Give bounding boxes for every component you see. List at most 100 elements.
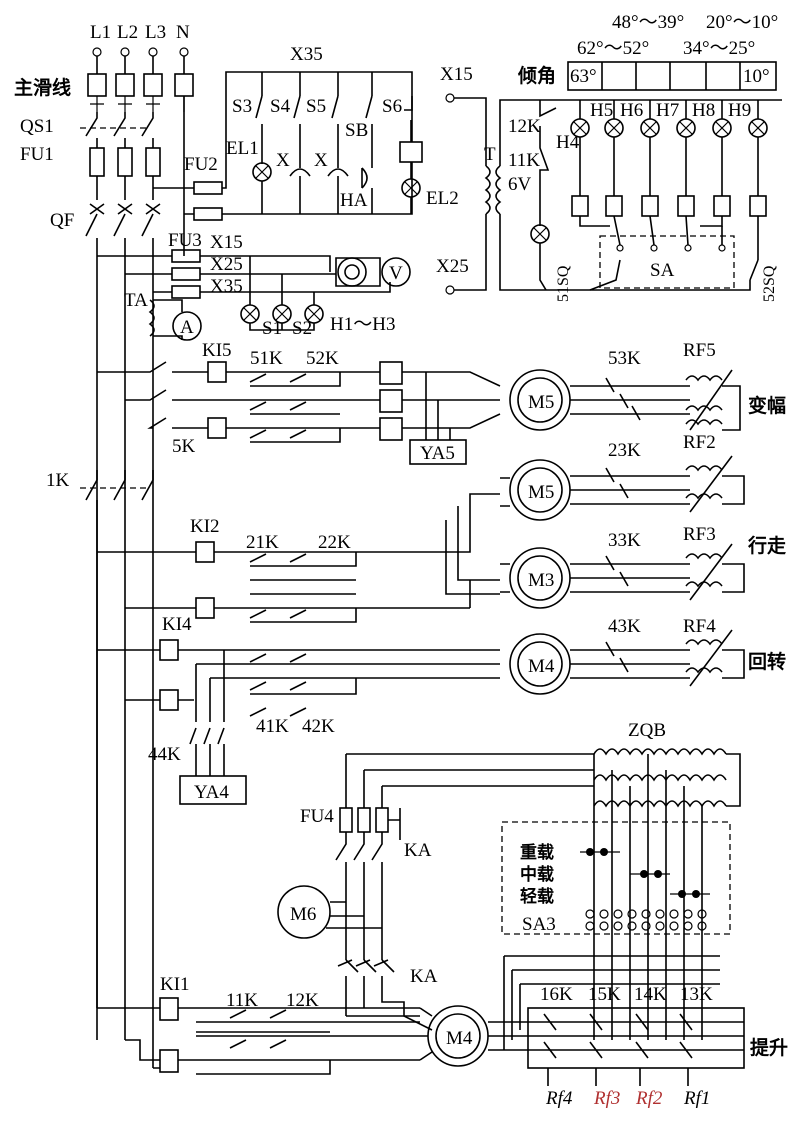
- collector-3: [143, 73, 163, 97]
- collector-1: [87, 73, 107, 97]
- zqb-label: ZQB: [628, 720, 666, 741]
- collector-2: [115, 73, 135, 97]
- contactor-13k-label: 13K: [680, 984, 713, 1005]
- qs1-label: QS1: [20, 116, 54, 137]
- contactor-44k-label: 44K: [148, 744, 181, 765]
- limit-52sq-label: 52SQ: [761, 265, 778, 302]
- outlet-x15-right: X15: [440, 64, 473, 85]
- supply-terminals: L1 L2 L3 N 主滑线: [14, 22, 194, 112]
- contactor-1k: 1K: [46, 470, 154, 501]
- terminal-l3: [148, 47, 158, 57]
- contactor-1k-label: 1K: [46, 470, 70, 491]
- rf3-hoist-label: Rf3: [593, 1088, 620, 1109]
- phase-n-label: N: [176, 22, 190, 43]
- lamps-h1-h3: [240, 256, 324, 331]
- transformer-secondary: [495, 165, 502, 215]
- qf-label: QF: [50, 210, 74, 231]
- brake-ya5: [409, 439, 467, 465]
- terminal-l2: [120, 47, 130, 57]
- contact-12k-label: 12K: [508, 116, 541, 137]
- fuse-fu2-b: [193, 207, 223, 221]
- outlet-x15-label: X15: [210, 232, 243, 253]
- lighting-x35-label: X35: [290, 44, 323, 65]
- phase-l2-label: L2: [117, 22, 138, 43]
- motor-m5-travel-label: M5: [528, 482, 554, 503]
- motor-m4-slewing-label: M4: [528, 656, 555, 677]
- outlet-x25-label: X25: [210, 254, 243, 275]
- travel-circuit: KI2 21K 22K M5 M3 23K 33K RF2 RF3 行走: [97, 432, 786, 623]
- rf4-hoist-label: Rf4: [545, 1088, 573, 1109]
- sb-label: SB: [345, 120, 368, 141]
- brake-ya4-label: YA4: [194, 782, 229, 803]
- travel-label: 行走: [747, 534, 786, 557]
- rf4-label: RF4: [683, 616, 716, 637]
- contactor-41k-label: 41K: [256, 716, 289, 737]
- fu4-label: FU4: [300, 806, 334, 827]
- outlet-x35-label: X35: [210, 276, 243, 297]
- fuse-fu3-b: [171, 267, 201, 281]
- brake-ya4: [179, 775, 247, 805]
- transformer-t-label: T: [484, 144, 496, 165]
- lamp-h5-label: H5: [590, 100, 613, 121]
- main-switchgear: QS1 FU1 QF: [20, 96, 185, 1068]
- collector-n: [174, 73, 194, 97]
- transformer-6v: 6V: [508, 174, 532, 195]
- contactor-43k-label: 43K: [608, 616, 641, 637]
- selector-sa-label: SA: [650, 260, 675, 281]
- fuse-fu2-a: [193, 181, 223, 195]
- motor-m3-travel-label: M3: [528, 570, 554, 591]
- outlet-x25-right: X25: [436, 256, 469, 277]
- switch-s3-label: S3: [232, 96, 252, 117]
- horn-ha: [361, 167, 368, 189]
- pump-motor-m6: [277, 885, 331, 939]
- main-rail-label: 主滑线: [14, 76, 71, 99]
- contactor-15k-label: 15K: [588, 984, 621, 1005]
- contact-11k-label: 11K: [508, 150, 540, 171]
- contactor-21k-label: 21K: [246, 532, 279, 553]
- ta-label: TA: [124, 290, 148, 311]
- contactor-53k-label: 53K: [608, 348, 641, 369]
- fu2-label: FU2: [184, 154, 218, 175]
- tilt-range-4: 34°～25°: [683, 38, 755, 59]
- fuse-fu1-b: [117, 147, 133, 177]
- contactor-5k-label: 5K: [172, 436, 196, 457]
- rf2-label: RF2: [683, 432, 716, 453]
- switch-s5-label: S5: [306, 96, 326, 117]
- tilt-title: 倾角: [517, 64, 556, 87]
- tilt-indicator: 48°～39° 20°～10° 62°～52° 34°～25° 倾角 63° 1…: [436, 12, 782, 302]
- tilt-cell-63: 63°: [570, 66, 597, 87]
- voltmeter-switch: [337, 257, 367, 287]
- ki1-label: KI1: [160, 974, 190, 995]
- lamp-h8-label: H8: [692, 100, 715, 121]
- fuse-fu1-a: [89, 147, 105, 177]
- selector-sa-box: [599, 235, 735, 289]
- slewing-circuit: KI4 41K 42K 44K YA4 M4 43K RF4 回转: [97, 614, 786, 805]
- ki2-label: KI2: [190, 516, 220, 537]
- fu1-label: FU1: [20, 144, 54, 165]
- s1-label: S1: [262, 318, 282, 339]
- limit-51sq-label: 51SQ: [555, 265, 572, 302]
- load-light: 轻载: [520, 886, 554, 907]
- tilt-range-2: 20°～10°: [706, 12, 778, 33]
- rf3-label: RF3: [683, 524, 716, 545]
- slewing-label: 回转: [748, 650, 786, 673]
- load-selector-sa3-box: [501, 821, 731, 935]
- voltmeter-v: V: [389, 263, 403, 284]
- voltmeter: [381, 257, 411, 287]
- s2-label: S2: [292, 318, 312, 339]
- load-medium: 中载: [520, 864, 554, 885]
- ki5-label: KI5: [202, 340, 232, 361]
- luffing-circuit: KI5 51K 52K 5K YA5 M5 53K RF5 变幅: [97, 340, 786, 465]
- lamp-h4-label: H4: [556, 132, 580, 153]
- current-transformer: [148, 299, 155, 337]
- motor-m4-hoist-label: M4: [446, 1028, 473, 1049]
- rf5-label: RF5: [683, 340, 716, 361]
- luffing-label: 变幅: [748, 394, 786, 417]
- load-heavy: 重载: [520, 842, 554, 863]
- contactor-11k-label: 11K: [226, 990, 258, 1011]
- ki4-label: KI4: [162, 614, 192, 635]
- fu3-label: FU3: [168, 230, 202, 251]
- sockets: [289, 168, 349, 177]
- phase-l1-label: L1: [90, 22, 111, 43]
- aux-supply: FU2 FU3 X15 X25 X35 V TA A S1 S2: [97, 71, 413, 341]
